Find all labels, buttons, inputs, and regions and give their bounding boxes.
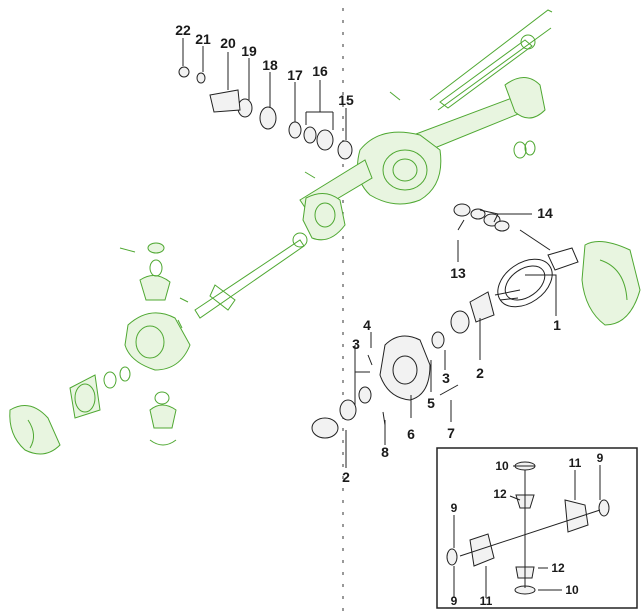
callout-5: 5 <box>427 395 435 411</box>
inset-callout-12-bottom: 12 <box>551 561 565 575</box>
inset-frame <box>436 447 638 609</box>
callout-2-left: 2 <box>342 469 350 485</box>
inset-callout-10-top: 10 <box>495 459 509 473</box>
callout-6: 6 <box>407 426 415 442</box>
callout-2-right: 2 <box>476 365 484 381</box>
callout-labels: 1 2 2 3 3 4 5 6 7 8 13 14 15 16 17 18 19… <box>175 22 603 608</box>
callout-13: 13 <box>450 265 466 281</box>
callout-22: 22 <box>175 22 191 38</box>
axle-housing-assembly <box>9 9 641 455</box>
inset-callout-9-bottom: 9 <box>451 594 458 608</box>
inset-callout-10-bottom: 10 <box>565 583 579 597</box>
callout-14: 14 <box>537 205 553 221</box>
callout-7: 7 <box>447 425 455 441</box>
callout-3-left: 3 <box>352 336 360 352</box>
callout-19: 19 <box>241 43 257 59</box>
pinion-yoke-stack <box>178 66 353 160</box>
ring-gear-and-pinion <box>494 229 579 308</box>
inset-callout-11-top: 11 <box>569 456 582 470</box>
differential-gears-inset <box>436 447 638 609</box>
callout-16: 16 <box>312 63 328 79</box>
callout-8: 8 <box>381 444 389 460</box>
pinion-bearings <box>453 203 510 232</box>
callout-21: 21 <box>195 31 211 47</box>
inset-callout-9-top: 9 <box>597 451 604 465</box>
callout-18: 18 <box>262 57 278 73</box>
inset-callout-11-bottom: 11 <box>480 594 493 608</box>
inset-callout-9-left: 9 <box>451 501 458 515</box>
callout-1: 1 <box>553 317 561 333</box>
inset-callout-12-top: 12 <box>493 487 507 501</box>
callout-15: 15 <box>338 92 354 108</box>
callout-leaders <box>182 38 601 598</box>
differential-case <box>311 291 495 439</box>
callout-20: 20 <box>220 35 236 51</box>
callout-3-right: 3 <box>442 370 450 386</box>
callout-17: 17 <box>287 67 303 83</box>
callout-4: 4 <box>363 317 371 333</box>
